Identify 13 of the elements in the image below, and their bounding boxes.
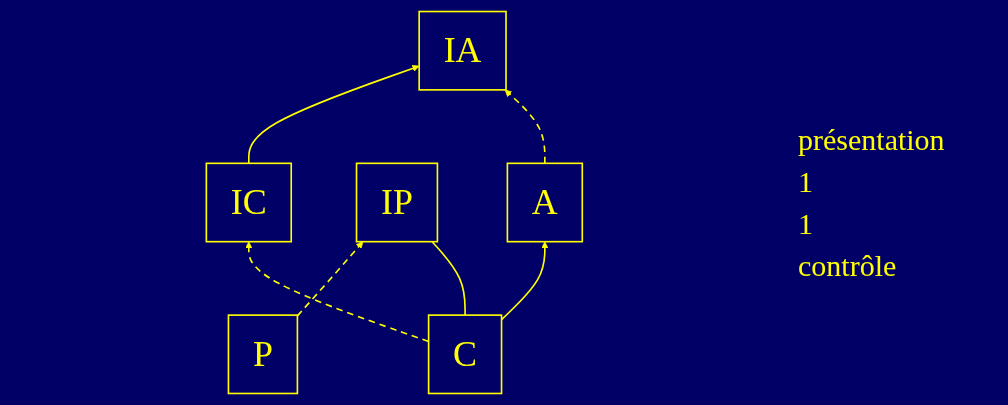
node-box: IP	[355, 162, 438, 243]
association-label: 1	[798, 206, 814, 241]
arrow	[296, 241, 363, 317]
node-box: C	[427, 314, 503, 395]
node-box: A	[506, 162, 583, 243]
node-box: IC	[205, 162, 292, 243]
association-label: 1	[798, 164, 814, 199]
connector	[430, 240, 466, 316]
node-box: IA	[418, 10, 507, 91]
association-label: présentation	[798, 122, 946, 157]
node-box: P	[227, 314, 298, 395]
arrow	[504, 89, 546, 165]
association-label: contrôle	[798, 248, 898, 283]
